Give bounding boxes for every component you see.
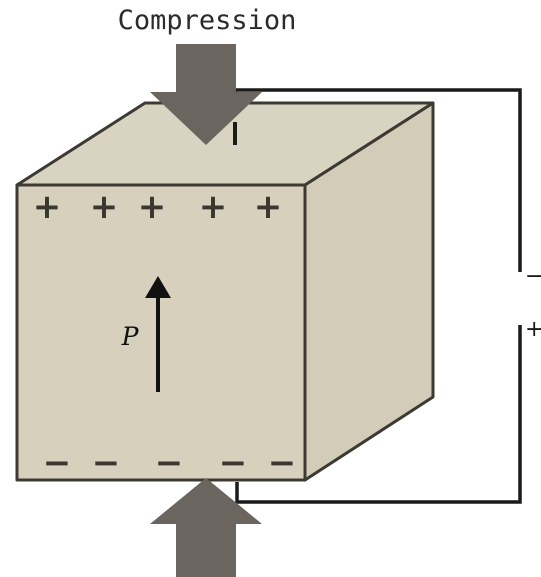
up-arrow-icon	[150, 478, 262, 577]
charge-plus: +	[33, 187, 62, 227]
charge-plus: +	[254, 187, 283, 227]
charge-plus: +	[90, 187, 119, 227]
charge-minus: −	[155, 443, 184, 483]
down-arrow-icon	[150, 44, 262, 145]
up-arrow-icon	[145, 276, 171, 298]
polarization-arrow	[145, 276, 171, 392]
charge-minus: −	[268, 443, 297, 483]
positive-terminal-label: +	[525, 317, 541, 342]
charge-plus: +	[138, 187, 167, 227]
wire-bottom	[235, 325, 522, 504]
negative-terminal-label: −	[525, 264, 541, 289]
charge-minus: −	[219, 443, 248, 483]
charge-minus: −	[43, 443, 72, 483]
polarization-label: P	[121, 322, 140, 351]
cube-front-face	[15, 183, 307, 482]
top-charges: + + + + +	[33, 187, 283, 227]
bottom-charges: − − − − −	[43, 443, 297, 483]
charge-plus: +	[199, 187, 228, 227]
diagram-title: Compression	[118, 5, 297, 36]
charge-minus: −	[92, 443, 121, 483]
crystal-cube	[15, 101, 435, 482]
